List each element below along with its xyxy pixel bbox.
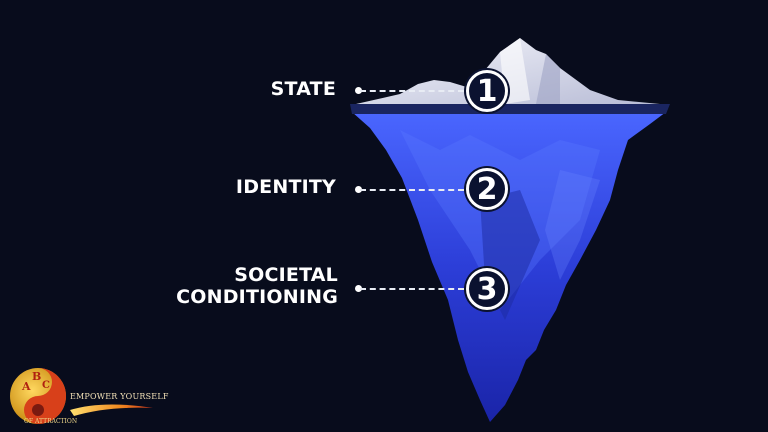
svg-text:C: C [42, 380, 50, 391]
layer-2-number-badge: 2 [466, 168, 508, 210]
logo-arc-text: OF ATTRACTION [24, 418, 78, 425]
abc-of-attraction-logo: A B C [10, 368, 153, 424]
layer-3-label-line1: SOCIETAL [234, 264, 338, 286]
connector-line-2 [360, 189, 464, 191]
layer-1-label: STATE [270, 78, 336, 100]
logo-tagline: EMPOWER YOURSELF [70, 392, 169, 401]
layer-3-number-badge: 3 [466, 268, 508, 310]
connector-line-1 [360, 90, 464, 92]
connector-dot-1 [355, 87, 362, 94]
svg-text:A: A [21, 380, 31, 393]
connector-dot-3 [355, 285, 362, 292]
layer-2-label: IDENTITY [235, 176, 336, 198]
svg-text:B: B [32, 370, 41, 383]
connector-line-3 [360, 288, 464, 290]
layer-3-label: SOCIETAL CONDITIONING [176, 264, 338, 308]
connector-dot-2 [355, 186, 362, 193]
layer-1-number-badge: 1 [466, 70, 508, 112]
layer-3-label-line2: CONDITIONING [176, 286, 338, 308]
